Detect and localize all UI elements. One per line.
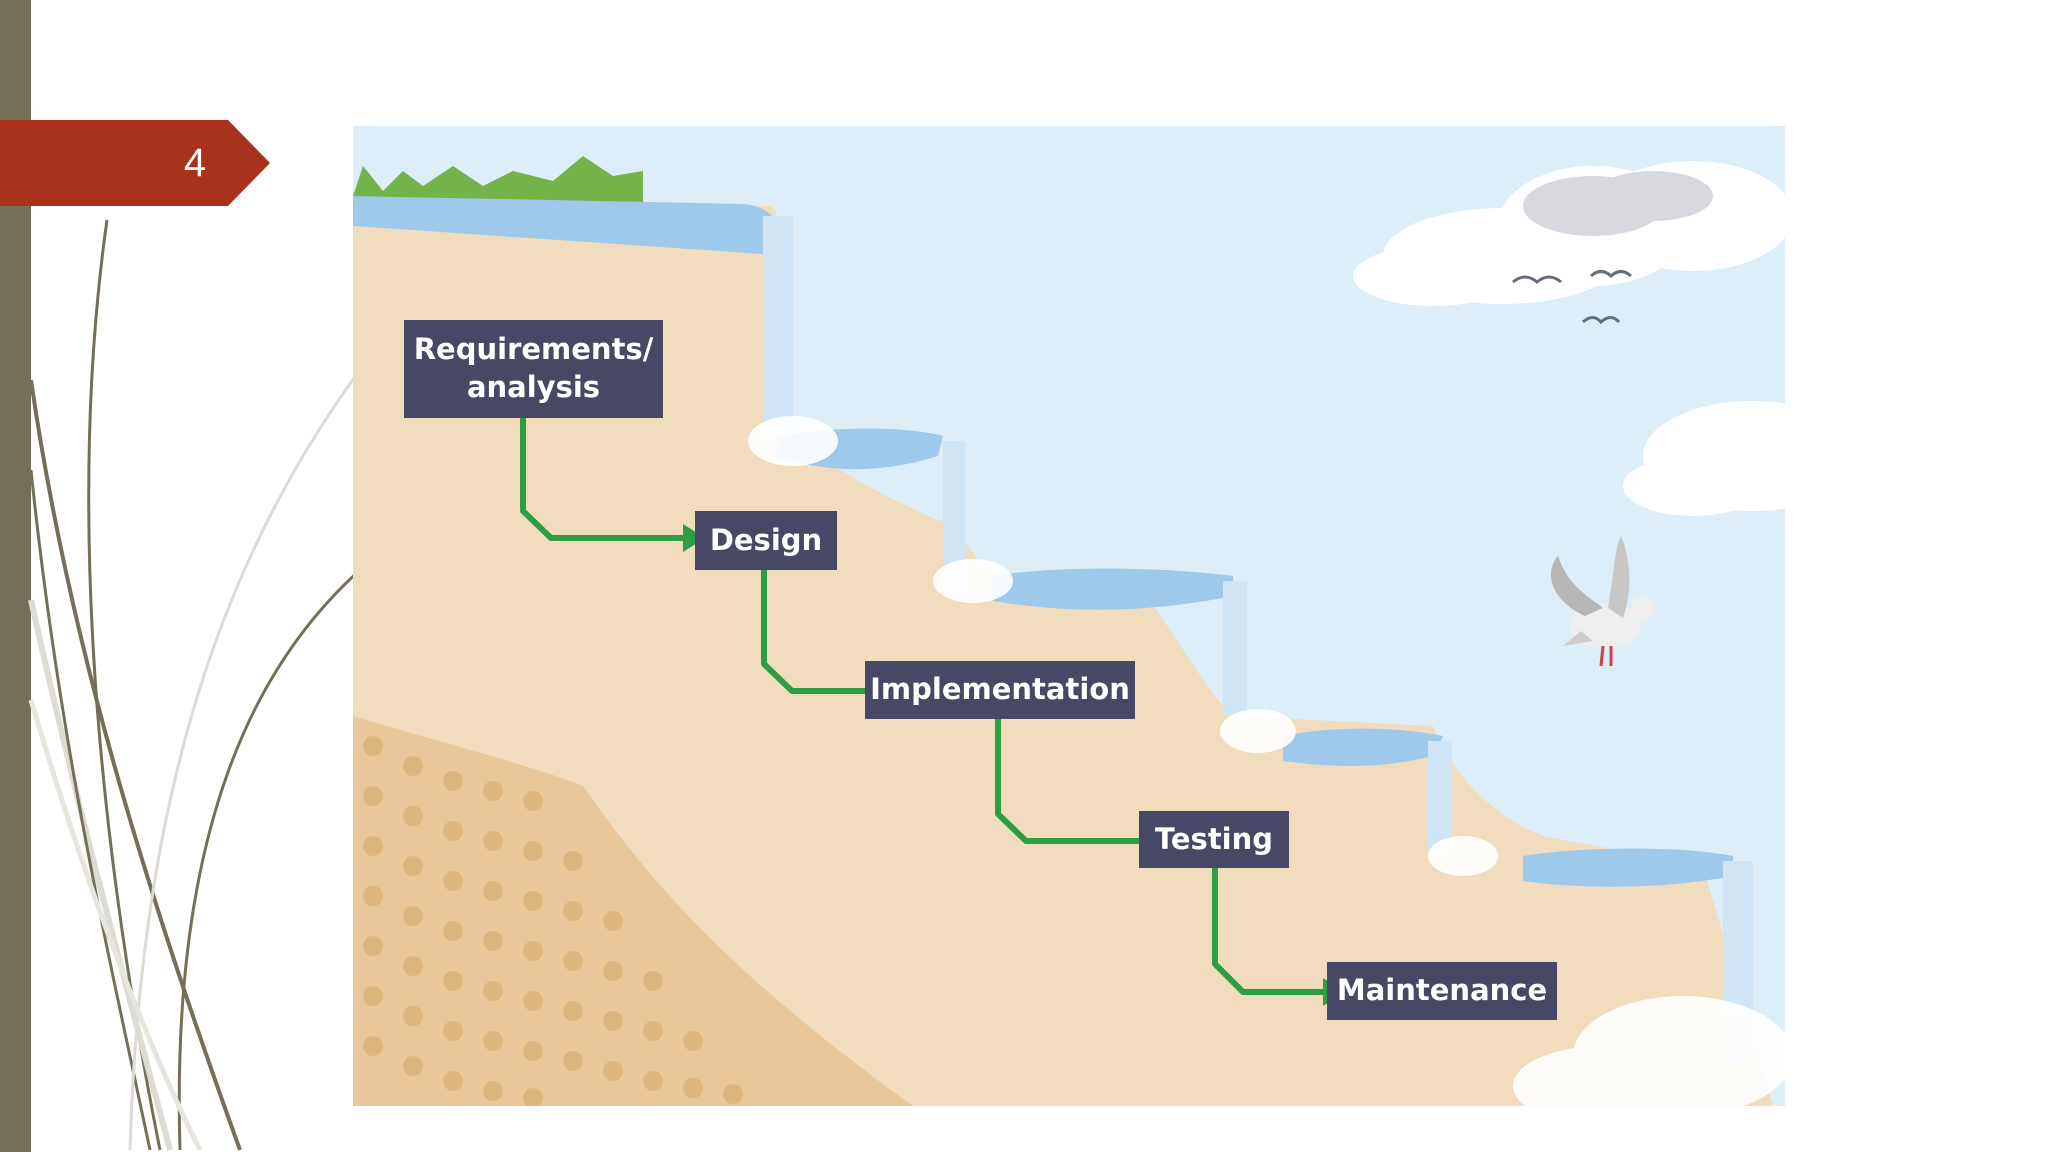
step-maintenance: Maintenance	[1327, 962, 1557, 1020]
step-requirements-analysis: Requirements/ analysis	[404, 320, 663, 418]
decorative-grass-lines	[28, 219, 360, 1152]
waterfall-illustration: Requirements/ analysis Design Implementa…	[353, 126, 1785, 1106]
step-implementation: Implementation	[865, 661, 1135, 719]
page-number-badge	[0, 120, 270, 206]
waterfall-background	[353, 126, 1785, 1106]
step-testing: Testing	[1139, 811, 1289, 868]
step-design: Design	[695, 511, 837, 570]
page-number: 4	[183, 141, 207, 185]
